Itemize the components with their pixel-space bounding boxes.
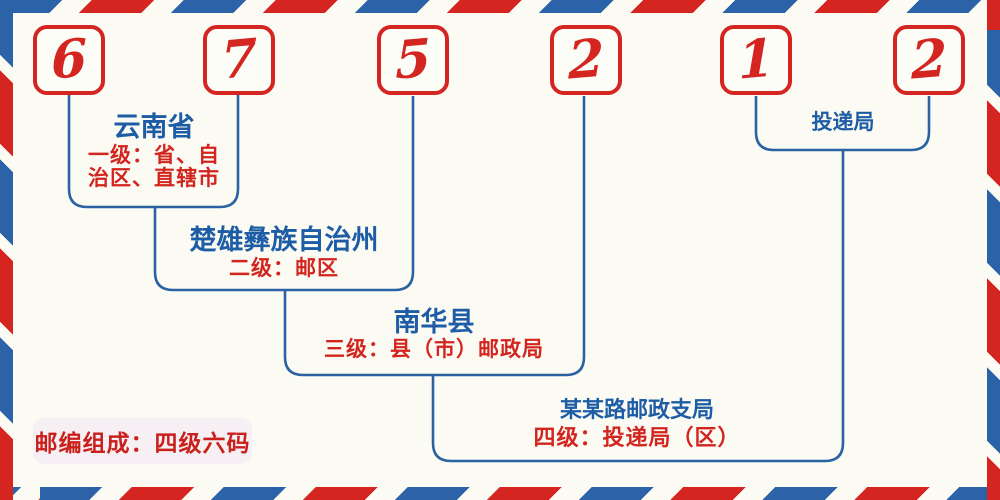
digit-value: 2 [910, 27, 948, 92]
digit-box-1: 6 [33, 25, 105, 95]
airmail-border-left [0, 0, 13, 500]
footer-badge-text: 邮编组成：四级六码 [34, 430, 251, 456]
digit-value: 5 [394, 27, 432, 92]
level-1-description: 一级：省、自 治区、直辖市 [88, 144, 220, 190]
bracket-level-4 [431, 149, 845, 463]
bracket-level-1 [67, 95, 240, 209]
digit-value: 7 [220, 27, 258, 92]
bracket-delivery-office [754, 96, 931, 152]
digit-box-6: 2 [893, 25, 965, 95]
level-2-description: 二级：邮区 [229, 257, 339, 280]
digit-box-4: 2 [550, 25, 622, 95]
level-4-description: 四级：投递局（区） [533, 425, 741, 450]
digit-value: 2 [567, 27, 605, 92]
delivery-office-label: 投递局 [811, 111, 875, 134]
airmail-border-top [0, 0, 1000, 13]
level-1-place: 云南省 [113, 112, 195, 142]
level-4-place: 某某路邮政支局 [559, 397, 715, 422]
level-2-place: 楚雄彝族自治州 [189, 225, 379, 255]
level-3-description: 三级：县（市）邮政局 [324, 338, 544, 361]
digit-box-3: 5 [377, 25, 449, 95]
level-1-description-line-1: 一级：省、自 [88, 144, 220, 167]
digit-box-5: 1 [720, 25, 792, 95]
bracket-level-3 [283, 96, 586, 377]
airmail-border-right [987, 0, 1000, 500]
level-1-description-line-2: 治区、直辖市 [88, 167, 220, 190]
airmail-border-bottom [0, 487, 1000, 500]
footer-badge: 邮编组成：四级六码 [33, 418, 252, 464]
level-3-place: 南华县 [393, 307, 475, 337]
digit-box-2: 7 [203, 25, 275, 95]
digit-value: 1 [737, 27, 775, 92]
digit-value: 6 [50, 27, 88, 92]
